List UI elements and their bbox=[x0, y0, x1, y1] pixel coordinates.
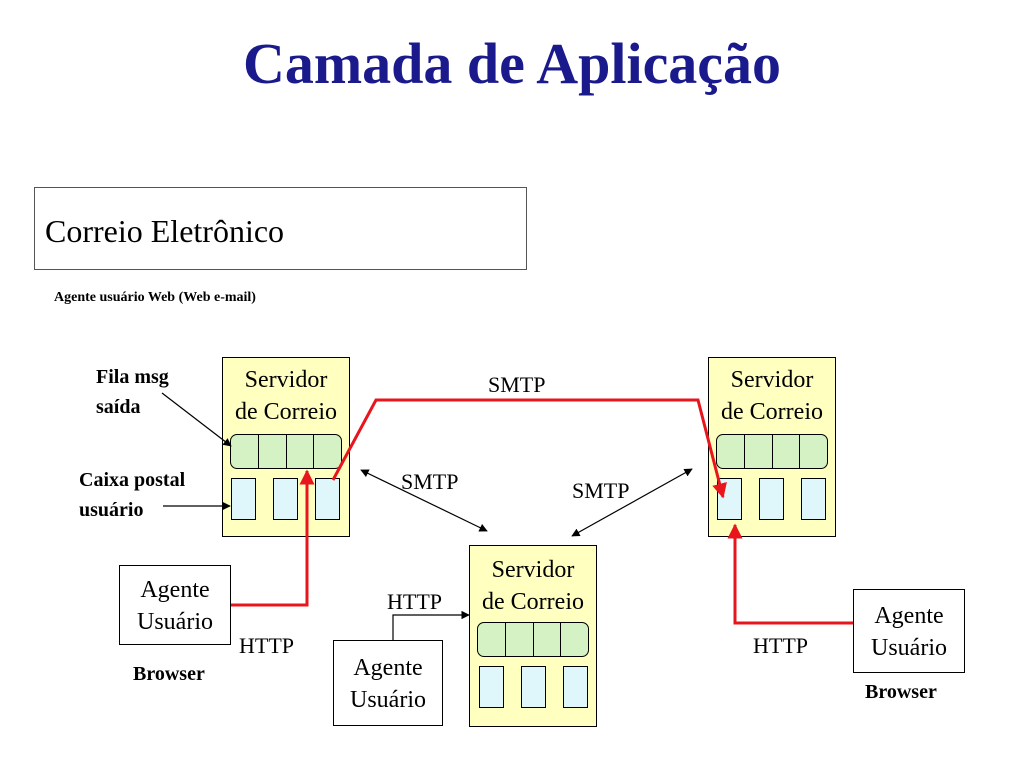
user-mailbox bbox=[801, 478, 826, 520]
queue-pointer-line bbox=[161, 392, 232, 447]
smtp-label-right: SMTP bbox=[572, 478, 630, 503]
http-label-left: HTTP bbox=[239, 633, 294, 658]
user-agent-bottom: Agente Usuário bbox=[333, 640, 443, 726]
smtp-label-top: SMTP bbox=[488, 372, 546, 397]
user-mailbox bbox=[231, 478, 256, 520]
server-label: Servidor de Correio bbox=[482, 557, 584, 615]
topic-box bbox=[34, 187, 527, 270]
outgoing-message-queue bbox=[230, 434, 342, 469]
message-path-read bbox=[727, 523, 853, 625]
user-mailbox bbox=[315, 478, 340, 520]
mailbox-label: Caixa postal usuário bbox=[79, 469, 186, 521]
server-label: Servidor de Correio bbox=[721, 367, 823, 425]
diagram-caption: Agente usuário Web (Web e-mail) bbox=[54, 290, 256, 305]
outgoing-message-queue bbox=[477, 622, 589, 657]
user-agent-left: Agente Usuário bbox=[119, 565, 231, 645]
user-mailbox bbox=[479, 666, 504, 708]
user-mailbox bbox=[563, 666, 588, 708]
http-label-right: HTTP bbox=[753, 633, 808, 658]
browser-label-right: Browser bbox=[865, 681, 937, 703]
smtp-link-left-bottom bbox=[360, 469, 488, 532]
http-link-bottom bbox=[392, 610, 470, 640]
user-mailbox bbox=[521, 666, 546, 708]
smtp-link-right-bottom bbox=[571, 468, 693, 537]
user-agent-right: Agente Usuário bbox=[853, 589, 965, 673]
page-title: Camada de Aplicação bbox=[242, 31, 782, 96]
message-path-smtp bbox=[331, 398, 727, 499]
topic-heading: Correio Eletrônico bbox=[45, 213, 285, 249]
smtp-label-left: SMTP bbox=[401, 469, 459, 494]
server-label: Servidor de Correio bbox=[235, 367, 337, 425]
user-mailbox bbox=[273, 478, 298, 520]
browser-label-left: Browser bbox=[133, 663, 205, 685]
outgoing-queue-label: Fila msg saída bbox=[96, 366, 169, 418]
message-path-send bbox=[231, 469, 315, 607]
http-label-bottom: HTTP bbox=[387, 589, 442, 614]
outgoing-message-queue bbox=[716, 434, 828, 469]
user-mailbox bbox=[759, 478, 784, 520]
